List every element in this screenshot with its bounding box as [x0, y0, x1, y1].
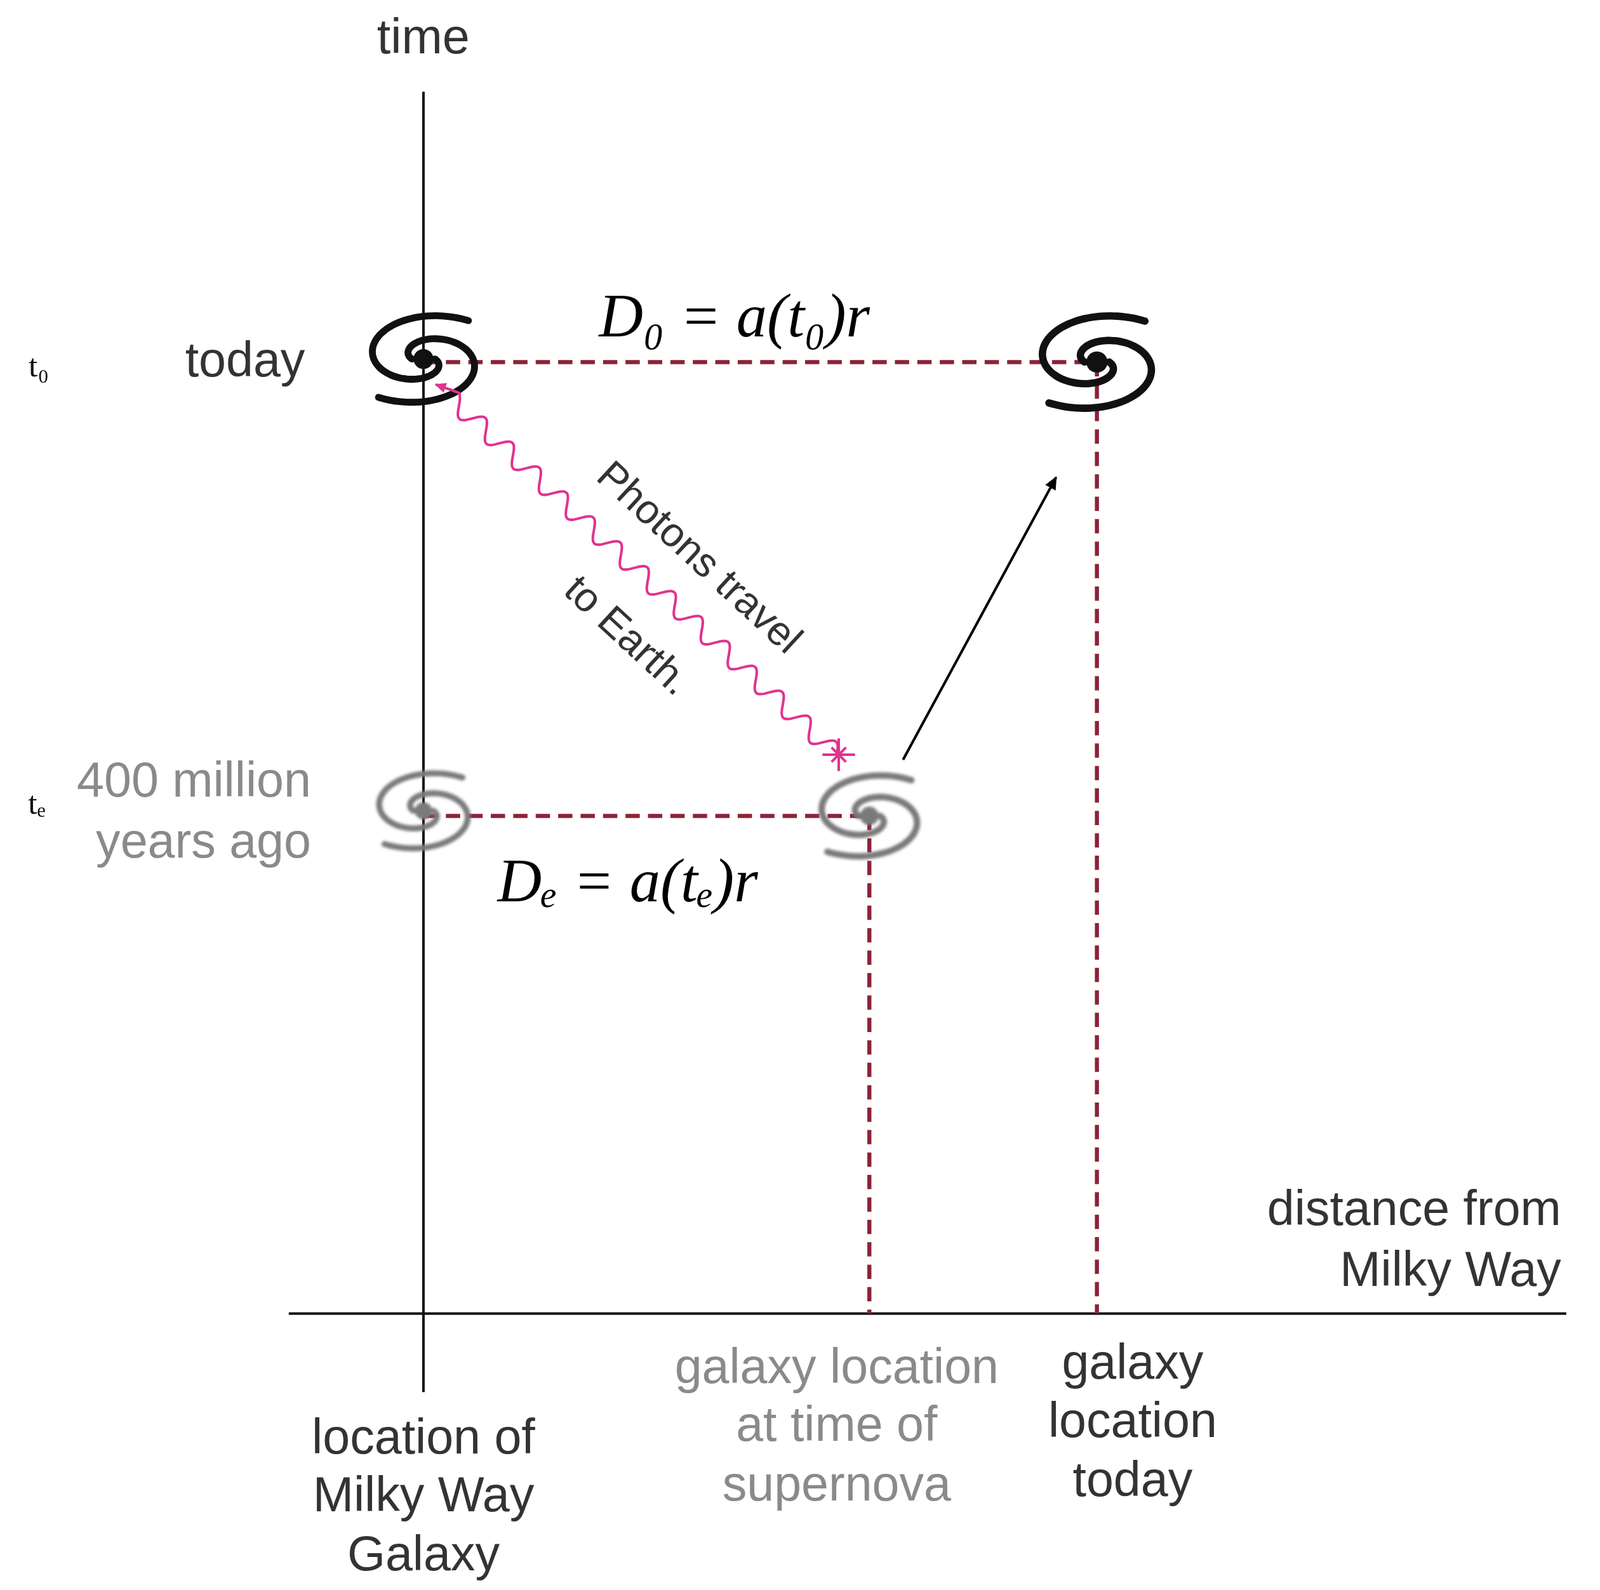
- time-label: today: [185, 330, 306, 388]
- galaxy: [379, 773, 468, 849]
- galaxy-core: [413, 349, 434, 369]
- photon-label: Photons travel to Earth.: [490, 423, 839, 768]
- time-axis: [422, 92, 425, 1394]
- position-label: galaxy location today: [1034, 1332, 1232, 1510]
- galaxy-arm: [384, 793, 468, 849]
- motion-arrow: [902, 477, 1056, 760]
- galaxy-arm: [1042, 316, 1145, 385]
- galaxy: [1042, 316, 1152, 409]
- supernova-star: [822, 738, 855, 771]
- galaxies: [372, 315, 1152, 857]
- time-symbol: t₀: [28, 346, 49, 385]
- time-label: 400 million years ago: [36, 749, 312, 873]
- galaxy-core: [1086, 351, 1108, 373]
- position-label: galaxy location at time of supernova: [665, 1337, 1009, 1514]
- dashed-guide: [867, 815, 872, 1314]
- distance-formula: Dₑ = a(tₑ)r: [497, 846, 758, 917]
- galaxy: [821, 775, 917, 857]
- time-symbol: tₑ: [27, 784, 46, 822]
- position-label: location of Milky Way Galaxy: [300, 1407, 547, 1585]
- dashed-guide: [423, 813, 870, 818]
- galaxy-arm: [372, 315, 468, 380]
- distance-formula: D₀ = a(t₀)r: [598, 281, 870, 352]
- galaxy: [372, 315, 475, 402]
- galaxy-arm: [379, 773, 463, 829]
- galaxy-core: [860, 806, 879, 826]
- galaxy-arm: [821, 775, 912, 835]
- star-ray: [838, 747, 846, 755]
- galaxy-arm: [827, 797, 917, 857]
- photon-path: [435, 384, 856, 772]
- dashed-guide: [423, 360, 1098, 364]
- galaxy-core: [414, 802, 432, 820]
- axis-title: time: [377, 7, 470, 65]
- galaxy-arm: [1048, 340, 1152, 409]
- axis-title: distance from Milky Way: [1242, 1178, 1561, 1301]
- distance-axis: [288, 1313, 1567, 1316]
- dashed-guide: [1094, 361, 1099, 1314]
